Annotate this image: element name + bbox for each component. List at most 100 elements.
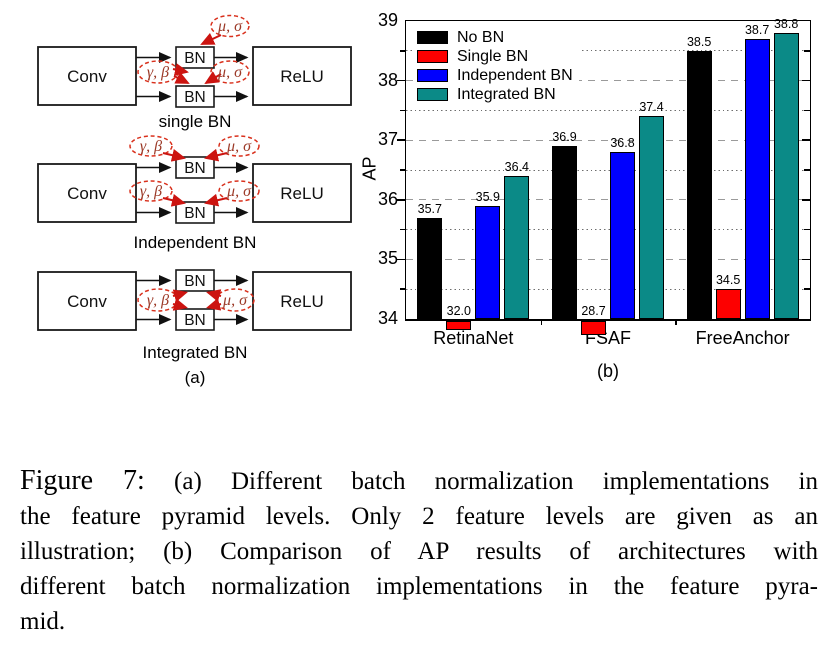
legend-swatch xyxy=(417,50,448,63)
bar-value-label: 35.7 xyxy=(417,201,442,216)
legend-entry-no-bn: No BN xyxy=(417,28,573,47)
bar-independent-bn-FSAF xyxy=(610,152,635,319)
gridline-minor-38.5 xyxy=(406,50,810,52)
y-tick-right-35 xyxy=(802,258,810,261)
y-tick-left-37 xyxy=(397,139,405,141)
y-tick-right-36.5 xyxy=(804,169,810,171)
gridline-minor-35.5 xyxy=(406,229,810,231)
y-tick-left-35 xyxy=(397,258,405,261)
mu-sigma-label: μ, σ xyxy=(222,292,248,309)
red-arrow-mu-mid xyxy=(204,71,222,85)
bar-value-label: 38.8 xyxy=(773,16,799,31)
bar-no-bn-FSAF xyxy=(552,146,577,319)
gridline-major-36 xyxy=(406,199,810,201)
y-tick-left-37.5 xyxy=(400,109,405,112)
y-tick-label-38: 38 xyxy=(377,69,398,90)
bn-bottom-label: BN xyxy=(184,312,206,329)
mu-sigma-top-ellipse xyxy=(218,135,260,157)
relu-box xyxy=(252,163,352,223)
bar-independent-bn-RetinaNet xyxy=(475,205,501,319)
legend-label: Single BN xyxy=(457,48,529,65)
red-arrow-mu-top xyxy=(204,148,228,162)
legend-entry-independent-bn: Independent BN xyxy=(417,66,573,85)
x-category-label-FreeAnchor: FreeAnchor xyxy=(695,328,790,348)
bn-top-box xyxy=(175,156,215,179)
bar-value-label: 28.7 xyxy=(581,304,606,318)
y-tick-right-37 xyxy=(802,139,810,141)
diagram3-title: Integrated BN xyxy=(143,343,248,362)
red-arrow-mu-top xyxy=(200,32,222,45)
bar-integrated-bn-FreeAnchor xyxy=(773,32,799,319)
gamma-beta-top-label: γ, β xyxy=(140,138,162,155)
legend-swatch xyxy=(417,69,448,82)
y-tick-right-38 xyxy=(802,79,810,82)
caption-line: different batch normalization implementa… xyxy=(20,573,818,600)
conv-box xyxy=(37,163,137,223)
bn-bottom-box xyxy=(175,308,215,331)
gridline-major-38 xyxy=(406,80,810,82)
caption-line: illustration; (b) Comparison of AP resul… xyxy=(20,538,818,565)
y-tick-right-38.5 xyxy=(804,50,810,52)
caption-line: the feature pyramid levels. Only 2 featu… xyxy=(20,503,818,530)
relu-box xyxy=(252,46,352,106)
bar-value-label: 38.7 xyxy=(744,22,770,37)
red-arrow-mu-bottom xyxy=(204,193,228,207)
diagram-single-bn: Conv ReLU BN BN μ, σ γ, β μ, σ single BN xyxy=(0,8,372,133)
y-tick-label-39: 39 xyxy=(377,10,398,30)
gamma-beta-top-ellipse xyxy=(129,135,173,157)
bar-integrated-bn-FSAF xyxy=(639,116,664,319)
y-tick-left-34.5 xyxy=(400,288,405,290)
x-category-label-FSAF: FSAF xyxy=(584,328,631,348)
bn-top-box xyxy=(175,46,215,69)
panel-a-sublabel: (a) xyxy=(185,368,206,387)
bar-value-label: 36.8 xyxy=(610,136,635,151)
gridline-minor-36.5 xyxy=(406,169,810,171)
x-separator-tick xyxy=(675,319,677,325)
bar-value-label: 37.4 xyxy=(639,100,664,115)
red-arrow-gamma-up xyxy=(172,63,189,76)
y-tick-right-36 xyxy=(802,199,810,201)
conv-label: Conv xyxy=(67,67,107,86)
red-arrow-mu-up xyxy=(206,289,222,302)
diagram-independent-bn: Conv ReLU BN BN γ, β μ, σ γ, β μ, σ Inde… xyxy=(0,133,372,257)
conv-label: Conv xyxy=(67,184,107,203)
diagram1-title: single BN xyxy=(159,112,232,131)
y-tick-right-34.5 xyxy=(804,288,810,290)
gamma-beta-label: γ, β xyxy=(147,64,169,81)
bn-top-label: BN xyxy=(184,50,206,67)
mu-sigma-bottom-label: μ, σ xyxy=(226,183,252,200)
gridline-major-37 xyxy=(406,139,810,141)
bar-integrated-bn-RetinaNet xyxy=(504,175,530,319)
legend-label: Integrated BN xyxy=(457,86,556,103)
bar-value-label: 32.0 xyxy=(446,304,471,318)
conv-box xyxy=(37,271,137,331)
bar-value-label: 35.9 xyxy=(475,189,500,204)
conv-label: Conv xyxy=(67,292,107,311)
y-tick-right-37.5 xyxy=(804,109,810,112)
red-arrow-gamma-down xyxy=(173,71,190,84)
legend-entry-integrated-bn: Integrated BN xyxy=(417,85,573,104)
figure-caption: Figure 7: (a) Different batch normalizat… xyxy=(20,463,818,639)
bar-value-label: 34.5 xyxy=(715,273,741,288)
panel-b-sublabel: (b) xyxy=(597,361,619,381)
legend-label: No BN xyxy=(457,29,505,46)
y-tick-left-38 xyxy=(397,79,405,82)
bn-top-box xyxy=(175,269,215,292)
y-tick-right-35.5 xyxy=(804,228,810,231)
caption-line: Figure 7: (a) Different batch normalizat… xyxy=(20,465,819,496)
x-separator-tick xyxy=(540,319,543,325)
relu-label: ReLU xyxy=(280,292,323,311)
red-arrow-gamma-up xyxy=(172,289,188,302)
bn-bottom-label: BN xyxy=(184,205,206,222)
y-tick-left-38.5 xyxy=(400,50,405,52)
gamma-beta-bottom-label: γ, β xyxy=(140,183,162,200)
conv-box xyxy=(37,46,137,106)
bar-no-bn-RetinaNet xyxy=(417,217,443,319)
bn-bottom-box xyxy=(175,201,215,224)
bar-single-bn-FreeAnchor xyxy=(715,289,741,319)
bn-top-label: BN xyxy=(184,160,206,177)
red-arrow-mu-down xyxy=(206,298,222,311)
y-axis-title: AP xyxy=(359,156,380,181)
